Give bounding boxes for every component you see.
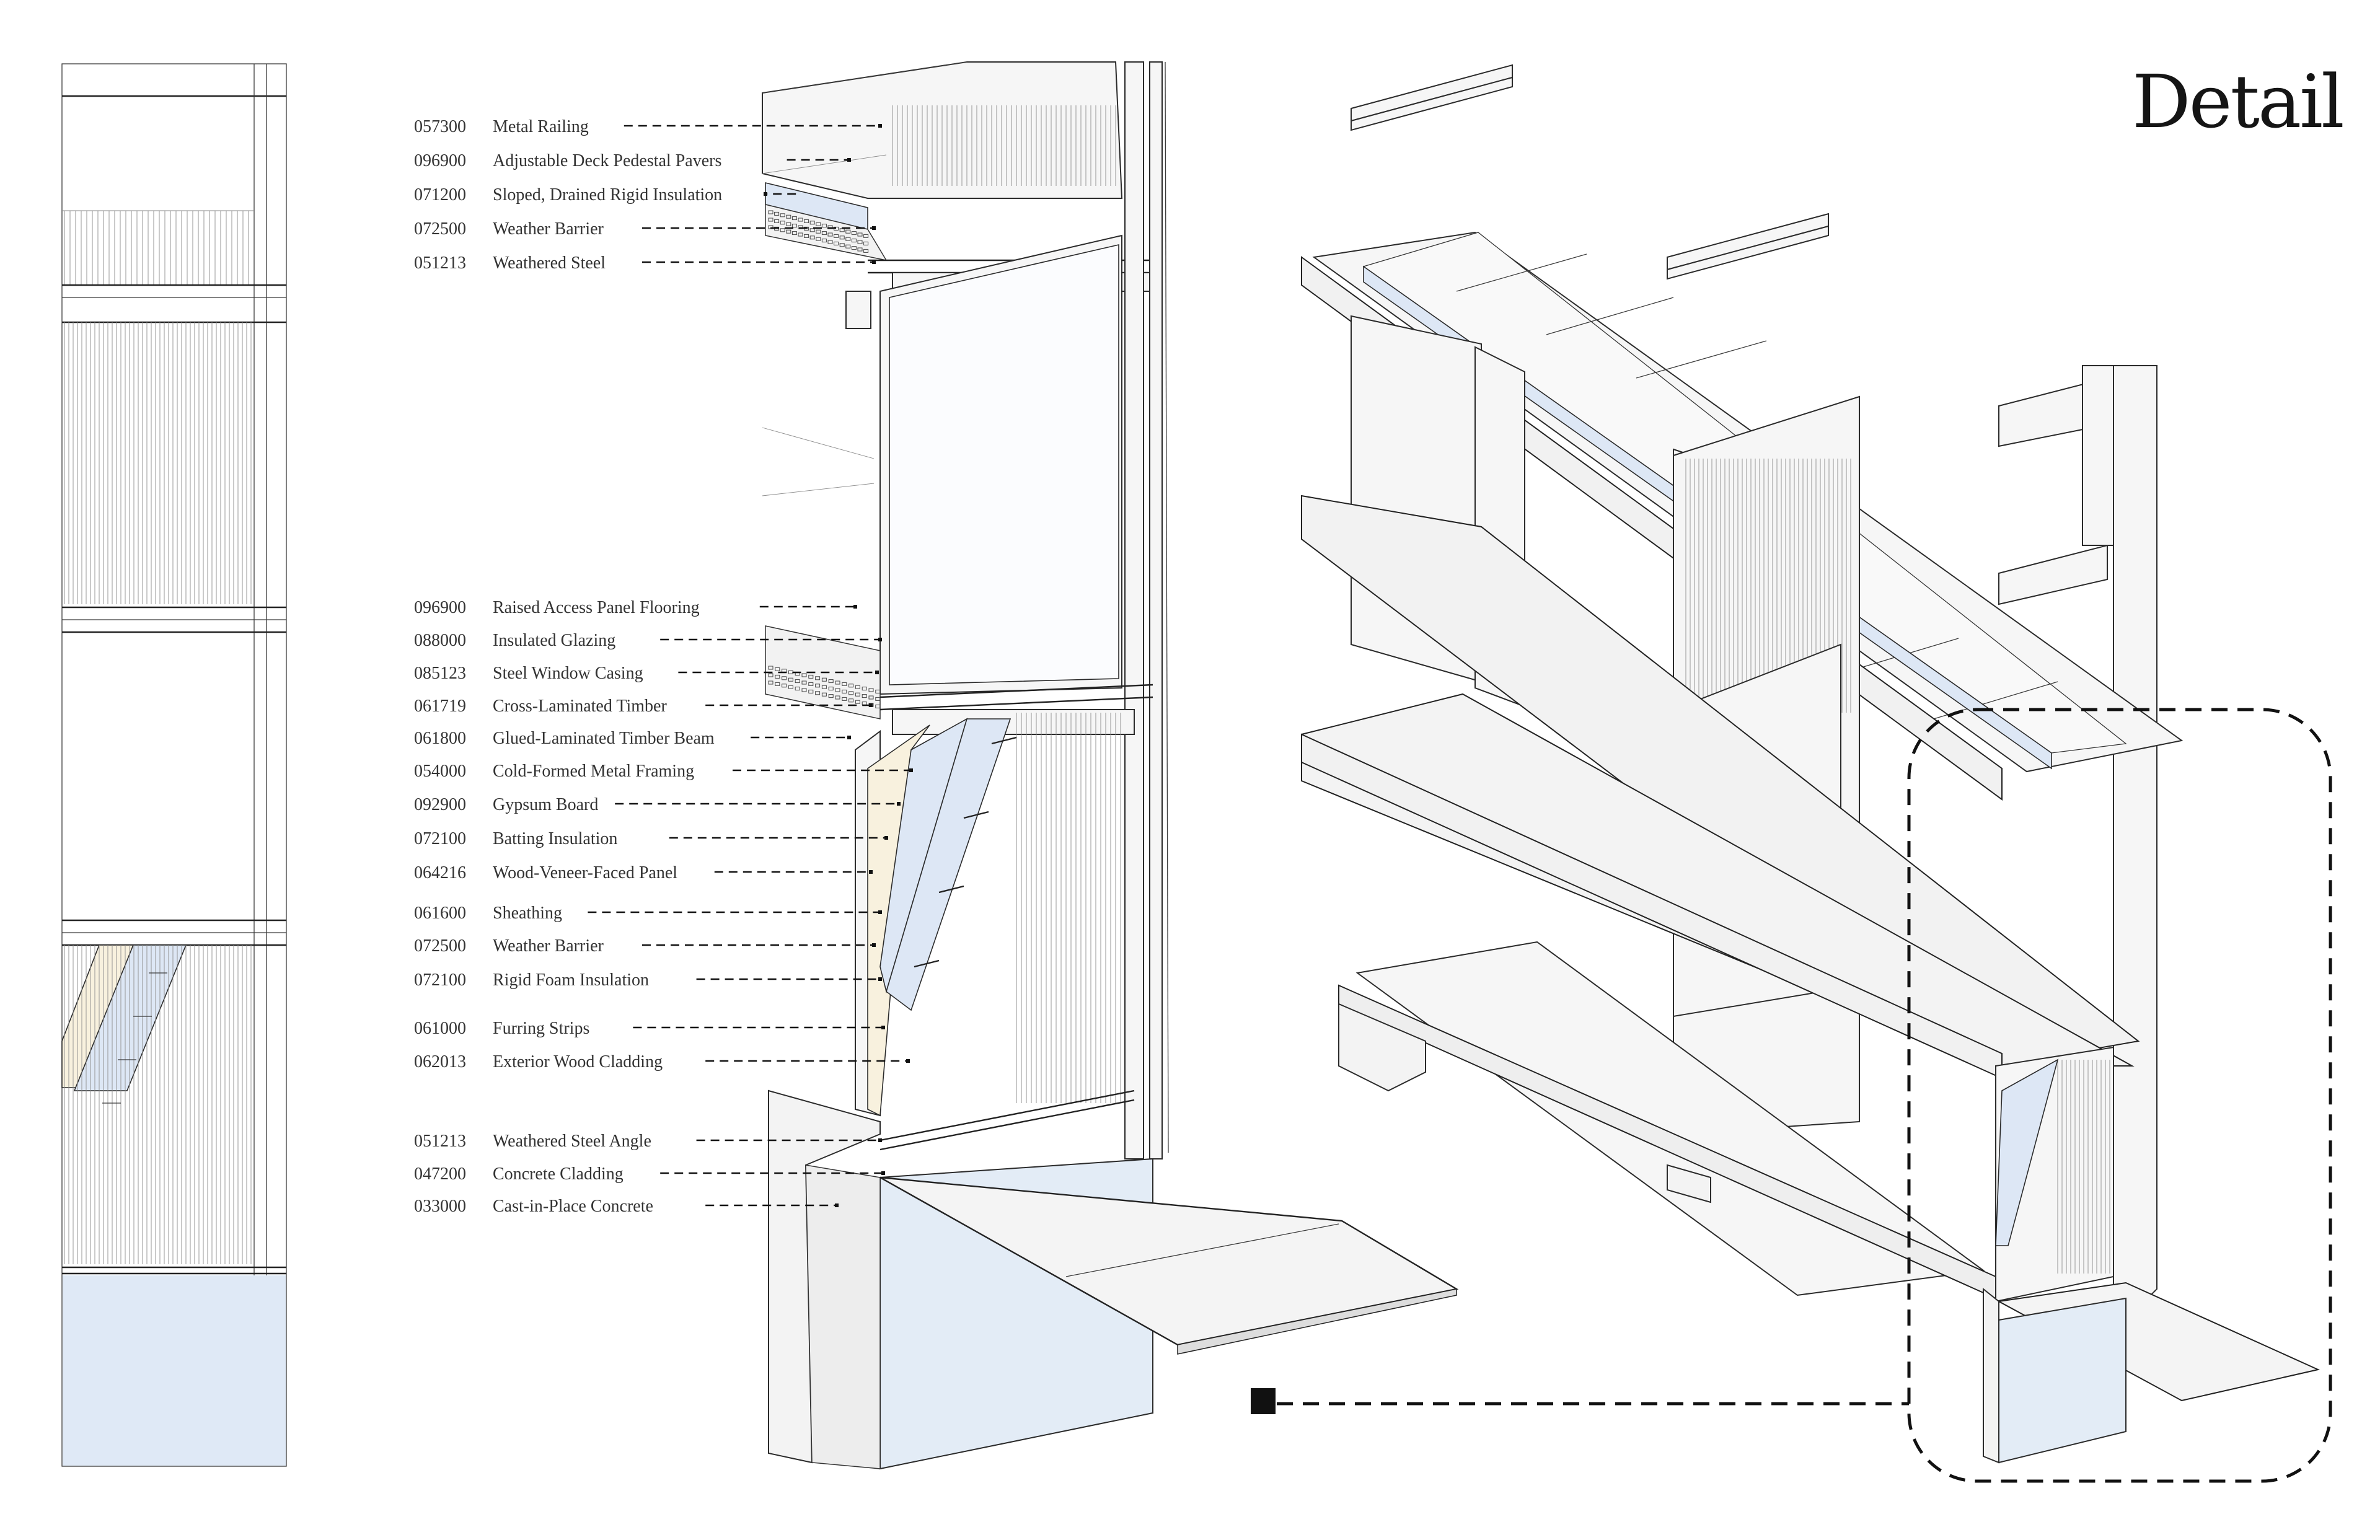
callout-label: Sheathing [493,904,562,923]
leader-dot [872,943,876,947]
callout-label: Exterior Wood Cladding [493,1052,663,1071]
callout-label: Metal Railing [493,117,589,136]
callout-label: Cross-Laminated Timber [493,697,667,716]
callout-code: 057300 [414,117,466,136]
callout-code: 054000 [414,762,466,781]
callout-label: Weather Barrier [493,936,604,956]
callout-code: 061719 [414,697,466,716]
left-elevation [61,63,287,1467]
leader-dot [881,1026,885,1029]
callout-label: Weather Barrier [493,219,604,239]
callout-code: 088000 [414,631,466,650]
detail-marker-square [1251,1388,1276,1414]
callout-label: Rigid Foam Insulation [493,970,649,990]
leader-dot [872,226,876,230]
callout-code: 051213 [414,253,466,273]
leader-dot [878,1138,882,1142]
callout-label: Cast-in-Place Concrete [493,1197,653,1216]
leader-dot [884,836,888,840]
callout-label: Batting Insulation [493,829,617,848]
leader-dot [878,124,882,128]
callout-code: 071200 [414,185,466,205]
leader-dot [847,158,851,162]
callout-label: Weathered Steel [493,253,606,273]
callout-label: Adjustable Deck Pedestal Pavers [493,151,721,170]
callout-label: Furring Strips [493,1019,589,1038]
callout-code: 033000 [414,1197,466,1216]
page-title: Detail [2132,59,2345,144]
callout-label: Raised Access Panel Flooring [493,598,700,617]
callout-label: Wood-Veneer-Faced Panel [493,863,677,882]
leader-dot [764,192,767,196]
callout-code: 061000 [414,1019,466,1038]
callout-code: 096900 [414,598,466,617]
callout-label: Steel Window Casing [493,664,643,683]
callout-code: 062013 [414,1052,466,1071]
wall-section [762,61,1459,1470]
leader-dot [875,671,879,674]
callout-code: 061600 [414,904,466,923]
callout-code: 072500 [414,219,466,239]
callout-code: 072500 [414,936,466,956]
leader-dot [869,703,873,707]
leader-dot [853,605,857,609]
leader-dot [872,260,876,264]
callout-label: Gypsum Board [493,795,598,814]
leader-dot [869,870,873,874]
callout-label: Weathered Steel Angle [493,1132,651,1151]
leader-dot [847,736,851,739]
callout-code: 061800 [414,729,466,748]
callout-code: 096900 [414,151,466,170]
callout-label: Cold-Formed Metal Framing [493,762,694,781]
axonometric-view [1251,64,2332,1483]
callout-label: Concrete Cladding [493,1164,624,1184]
leader-dot [906,1059,910,1063]
leader-dot [878,977,882,981]
callout-list: 057300 Metal Railing 096900 Adjustable Deck… [414,117,913,1216]
callout-code: 072100 [414,829,466,848]
callout-code: 064216 [414,863,466,882]
leader-dot [835,1203,839,1207]
leader-dot [881,1171,885,1175]
callout-label: Sloped, Drained Rigid Insulation [493,185,722,205]
detail-boundary [1907,708,2332,1483]
leader-dot [897,802,901,806]
callout-code: 047200 [414,1164,466,1184]
callout-label: Glued-Laminated Timber Beam [493,729,715,748]
callout-code: 092900 [414,795,466,814]
callout-code: 085123 [414,664,466,683]
callout-code: 072100 [414,970,466,990]
leader-dot [878,638,882,641]
callout-label: Insulated Glazing [493,631,615,650]
leader-dot [878,910,882,914]
leader-dot [909,768,913,772]
callout-code: 051213 [414,1132,466,1151]
